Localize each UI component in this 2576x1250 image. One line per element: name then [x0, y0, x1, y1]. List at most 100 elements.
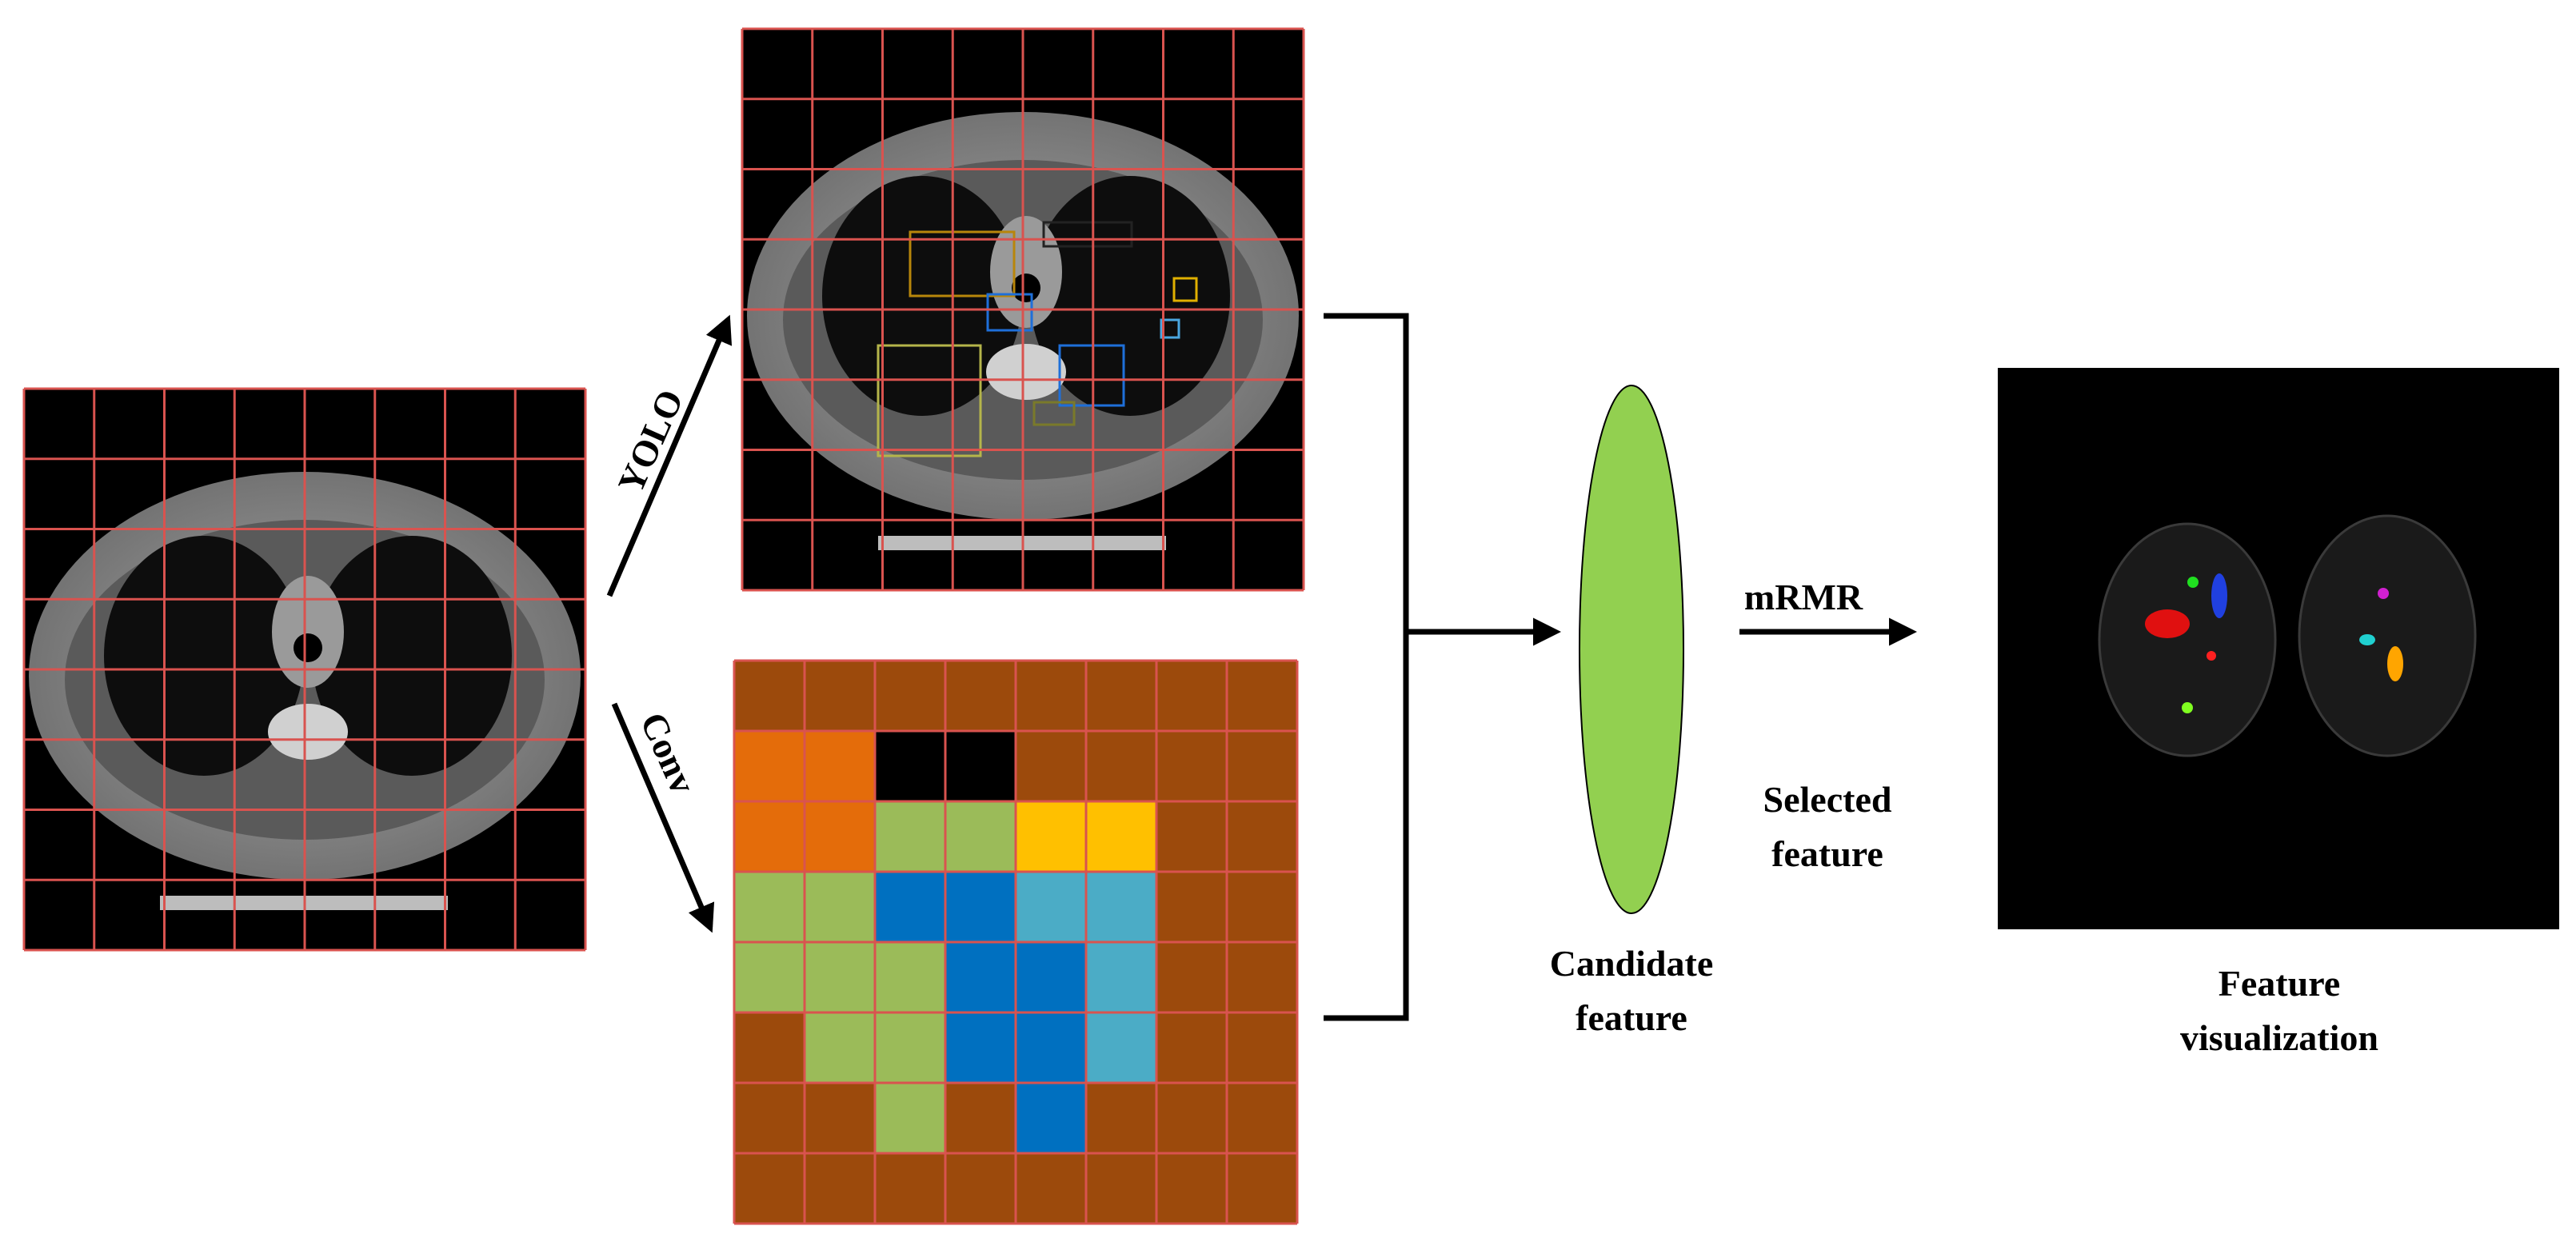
conv-cell	[734, 801, 805, 872]
conv-cell	[1016, 801, 1086, 872]
conv-cell	[1227, 1012, 1297, 1083]
conv-cell	[1016, 1153, 1086, 1224]
detection-box	[877, 344, 982, 457]
candidate-feature-label-1: Candidate	[1550, 943, 1713, 984]
feature-spot	[2187, 577, 2199, 588]
conv-cell	[1086, 801, 1156, 872]
conv-cell	[945, 731, 1016, 801]
selected-feature-label-1: Selected	[1763, 779, 1892, 820]
feature-spot	[2207, 651, 2216, 661]
conv-cell	[1227, 801, 1297, 872]
mrmr-label: mRMR	[1744, 577, 1863, 617]
conv-cell	[1156, 942, 1227, 1012]
conv-cell	[1227, 872, 1297, 942]
conv-cell	[1086, 661, 1156, 731]
conv-label: Conv	[633, 706, 704, 799]
conv-cell	[1086, 872, 1156, 942]
conv-cell	[734, 872, 805, 942]
conv-cell	[1227, 1153, 1297, 1224]
conv-cell	[875, 801, 945, 872]
conv-cell	[805, 1083, 875, 1153]
conv-cell	[1086, 942, 1156, 1012]
conv-cell	[1016, 1012, 1086, 1083]
detection-box	[1172, 277, 1198, 302]
conv-cell	[1227, 731, 1297, 801]
feature-spot	[2387, 646, 2403, 681]
detection-box	[986, 293, 1033, 332]
feature-spot	[2378, 588, 2389, 599]
conv-cell	[1086, 1083, 1156, 1153]
conv-cell	[875, 661, 945, 731]
conv-cell	[945, 1153, 1016, 1224]
conv-cell	[805, 801, 875, 872]
conv-cell	[734, 942, 805, 1012]
conv-cell	[875, 1153, 945, 1224]
conv-cells	[734, 661, 1297, 1224]
conv-cell	[1227, 1083, 1297, 1153]
yolo-detection-image	[741, 27, 1305, 592]
candidate-feature-label-2: feature	[1576, 997, 1687, 1038]
conv-cell	[805, 661, 875, 731]
input-ct-slice	[22, 387, 587, 952]
conv-cell	[945, 661, 1016, 731]
conv-cell	[945, 1083, 1016, 1153]
conv-cell	[1156, 731, 1227, 801]
conv-cell	[805, 942, 875, 1012]
conv-cell	[1156, 1153, 1227, 1224]
conv-cell	[1086, 1012, 1156, 1083]
conv-cell	[1156, 872, 1227, 942]
selected-feature-label-2: feature	[1771, 833, 1883, 874]
conv-cell	[734, 1083, 805, 1153]
conv-cell	[805, 1153, 875, 1224]
feature-visualization-label-2: visualization	[2180, 1017, 2378, 1058]
conv-cell	[1016, 942, 1086, 1012]
feature-spot	[2211, 573, 2227, 618]
conv-cell	[875, 872, 945, 942]
feature-spots	[2145, 573, 2403, 713]
feature-visualization-image	[1998, 368, 2559, 929]
conv-cell	[945, 942, 1016, 1012]
conv-cell	[734, 731, 805, 801]
conv-cell	[1156, 1012, 1227, 1083]
conv-cell	[1016, 872, 1086, 942]
detection-box	[1160, 318, 1180, 339]
conv-cell	[1086, 1153, 1156, 1224]
conv-cell	[1156, 661, 1227, 731]
conv-feature-map	[733, 659, 1299, 1225]
conv-arrow	[611, 702, 715, 933]
conv-cell	[875, 731, 945, 801]
detection-box	[909, 230, 1016, 298]
conv-cell	[734, 1012, 805, 1083]
yolo-label: YOLO	[610, 384, 692, 500]
conv-cell	[945, 1012, 1016, 1083]
conv-cell	[945, 801, 1016, 872]
input-grid	[22, 387, 587, 952]
conv-cell	[1016, 1083, 1086, 1153]
detection-box	[1058, 344, 1125, 407]
yolo-bounding-boxes	[877, 221, 1198, 457]
merge-bracket	[1324, 313, 1561, 1021]
conv-cell	[1086, 731, 1156, 801]
detection-box	[1032, 401, 1076, 426]
feature-spot	[2359, 634, 2375, 645]
conv-cell	[875, 1083, 945, 1153]
conv-cell	[1227, 942, 1297, 1012]
conv-cell	[1016, 661, 1086, 731]
conv-cell	[945, 872, 1016, 942]
conv-cell	[734, 661, 805, 731]
feature-visualization-label-1: Feature	[2219, 963, 2340, 1004]
candidate-feature-ellipse	[1579, 385, 1684, 914]
detection-box	[1042, 221, 1133, 248]
conv-cell	[875, 1012, 945, 1083]
conv-cell	[1156, 1083, 1227, 1153]
yolo-grid	[741, 27, 1305, 592]
conv-cell	[734, 1153, 805, 1224]
conv-cell	[875, 942, 945, 1012]
conv-cell	[1227, 661, 1297, 731]
conv-grid	[733, 659, 1299, 1225]
conv-cell	[805, 1012, 875, 1083]
conv-cell	[1016, 731, 1086, 801]
yolo-arrow	[606, 314, 733, 597]
